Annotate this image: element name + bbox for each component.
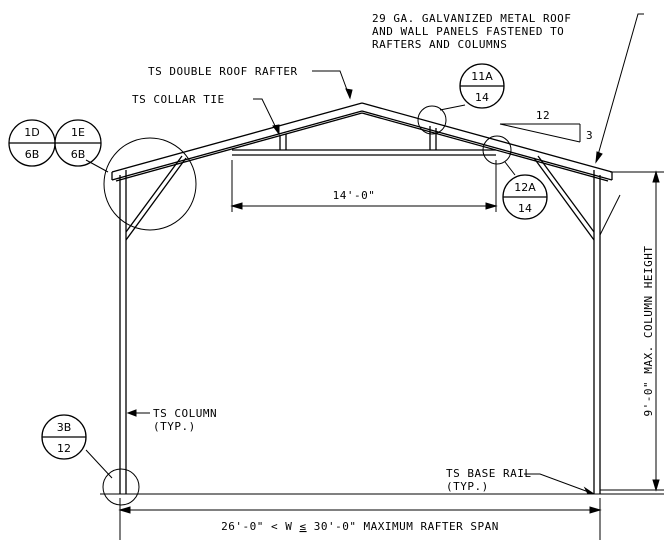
callout-11a-bottom: 14 xyxy=(475,91,489,104)
callout-12a-top: 12A xyxy=(514,181,536,194)
knee-braces xyxy=(125,155,595,241)
callout-11a: 11A 14 xyxy=(459,63,505,109)
roof-rafter xyxy=(111,102,613,182)
slope-run-label: 12 xyxy=(536,109,550,122)
detail-circle-11a xyxy=(417,105,447,135)
detail-circle-eave xyxy=(103,137,197,231)
detail-circle-12a xyxy=(482,135,512,165)
column-label-line1: TS COLUMN xyxy=(153,407,217,420)
slope-indicator xyxy=(499,123,581,143)
base-rail-label-line1: TS BASE RAIL xyxy=(446,467,531,480)
double-rafter-label: TS DOUBLE ROOF RAFTER xyxy=(148,65,298,78)
struts xyxy=(279,126,437,150)
callout-1e: 1E 6B xyxy=(54,119,102,167)
callout-11a-top: 11A xyxy=(471,70,493,83)
collar-tie-dimension-text: 14'-0" xyxy=(333,189,376,202)
callout-12a-bottom: 14 xyxy=(518,202,532,215)
callout-1e-top: 1E xyxy=(71,126,85,139)
collar-tie-dimension xyxy=(230,160,498,212)
slope-rise-label: 3 xyxy=(586,129,593,142)
column-height-dimension xyxy=(600,170,664,492)
callout-1d: 1D 6B xyxy=(8,119,56,167)
left-column xyxy=(119,170,127,494)
callout-1e-bottom: 6B xyxy=(71,148,86,161)
roof-panel-note-line2: AND WALL PANELS FASTENED TO xyxy=(372,25,564,38)
column-height-dimension-text: 9'-0" MAX. COLUMN HEIGHT xyxy=(642,246,655,417)
column-label-line2: (TYP.) xyxy=(153,420,196,433)
leaders xyxy=(85,13,644,495)
callout-12a: 12A 14 xyxy=(502,174,548,220)
collar-tie xyxy=(232,149,496,156)
span-dimension xyxy=(118,498,602,540)
roof-panel-note-line1: 29 GA. GALVANIZED METAL ROOF xyxy=(372,12,571,25)
base-rail-label-line2: (TYP.) xyxy=(446,480,489,493)
callout-3b-bottom: 12 xyxy=(57,442,71,455)
callout-1d-bottom: 6B xyxy=(25,148,40,161)
span-le-symbol: ≤ xyxy=(299,520,306,533)
callout-1d-top: 1D xyxy=(24,126,39,139)
roof-panel-note-line3: RAFTERS AND COLUMNS xyxy=(372,38,507,51)
callout-3b: 3B 12 xyxy=(41,414,87,460)
right-column xyxy=(593,170,601,494)
detail-circle-base xyxy=(102,468,140,506)
collar-tie-label: TS COLLAR TIE xyxy=(132,93,225,106)
span-dimension-text: 26'-0" < W ≤ 30'-0" MAXIMUM RAFTER SPAN xyxy=(221,520,499,533)
callout-3b-top: 3B xyxy=(57,421,72,434)
